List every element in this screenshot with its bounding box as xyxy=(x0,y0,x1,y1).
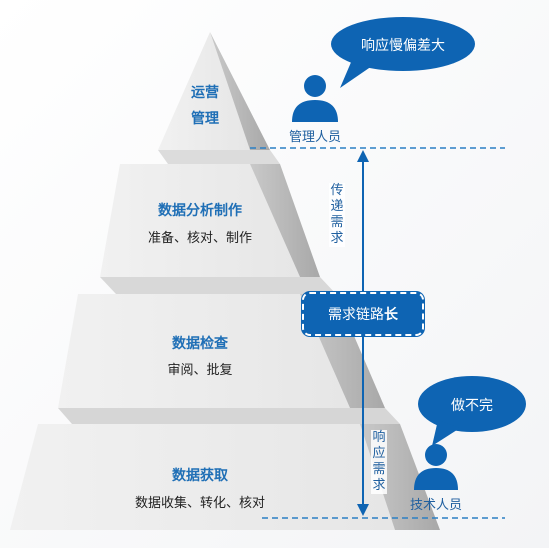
tech-person-icon xyxy=(414,444,458,490)
tier-3-title: 数据检查 xyxy=(172,336,228,352)
tier-1-subtitle: 管理 xyxy=(191,111,219,127)
requirement-chain-box: 需求链路长 xyxy=(302,292,424,336)
bubble-bottom-text: 做不完 xyxy=(451,398,493,414)
bubble-top-text: 响应慢偏差大 xyxy=(361,38,445,54)
tier-2-side xyxy=(250,164,320,277)
tier-1-side xyxy=(210,32,270,150)
bubble-bottom xyxy=(418,376,526,446)
bubble-top xyxy=(331,17,475,88)
arrow-up-label: 传递需求 xyxy=(329,183,345,247)
chain-emphasis: 长 xyxy=(384,307,398,323)
arrow-down-label: 响应需求 xyxy=(371,430,387,494)
arrow-up-head-icon xyxy=(357,150,369,162)
arrow-down-head-icon xyxy=(357,504,369,516)
tier-4-subtitle: 数据收集、转化、核对 xyxy=(134,496,265,511)
tier-2-subtitle: 准备、核对、制作 xyxy=(147,231,252,246)
tier-2-title: 数据分析制作 xyxy=(158,203,242,219)
tier-3-top xyxy=(100,277,336,294)
tier-4-title: 数据获取 xyxy=(172,468,228,484)
tier-3-subtitle: 审阅、批复 xyxy=(167,363,233,378)
manager-label: 管理人员 xyxy=(288,130,341,145)
chain-text: 需求链路 xyxy=(328,307,384,323)
tier-2-top xyxy=(158,150,280,164)
tier-3-front xyxy=(58,294,350,408)
tech-label: 技术人员 xyxy=(409,498,462,513)
tier-4-front xyxy=(10,424,395,530)
tier-4-top xyxy=(58,408,400,424)
manager-person-icon xyxy=(292,75,338,122)
tier-2-front xyxy=(100,164,300,277)
tier-1-title: 运营 xyxy=(191,85,219,101)
tier-1-front xyxy=(158,32,250,150)
